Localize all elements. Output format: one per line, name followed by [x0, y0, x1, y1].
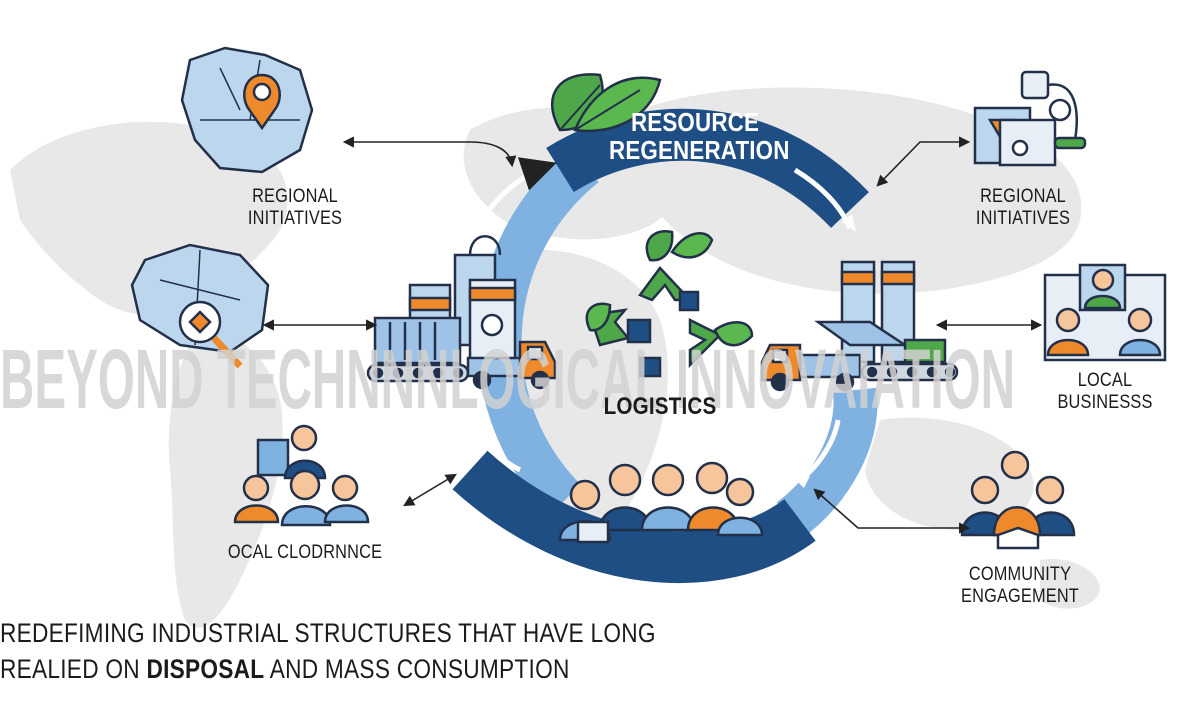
- logistics-label: LOGISTICS: [603, 393, 717, 420]
- caption-line-1: REDEFIMING INDUSTRIAL STRUCTURES THAT HA…: [0, 618, 656, 648]
- coordination-team-icon: [233, 424, 370, 527]
- lab-equipment-icon: [973, 70, 1087, 167]
- resource-regeneration-title: RESOURCE REGENERATION: [609, 107, 790, 165]
- people-group-icon: [558, 461, 764, 544]
- community-engagement-label: COMMUNITY ENGAGEMENT: [961, 564, 1079, 607]
- connector-arrows: [262, 136, 1043, 534]
- truck-icon-left: [466, 340, 557, 390]
- local-business-label: LOCAL BUSINESSS: [1057, 370, 1153, 413]
- factory-icon-left: [366, 235, 517, 383]
- factory-icon-right: [814, 260, 959, 382]
- recycle-icon: [585, 229, 754, 378]
- regional-initiatives-left-label: REGIONAL INITIATIVES: [247, 186, 343, 229]
- regional-initiatives-right-label: REGIONAL INITIATIVES: [975, 186, 1071, 229]
- truck-icon-right: [760, 343, 862, 392]
- watermark-label: BEYOND TECHNNNLOGICAL INNOVAIATION: [0, 335, 1015, 425]
- caption-line-2: REALIED ON DISPOSAL AND MASS CONSUMPTION: [0, 654, 570, 684]
- leaf-icon: [550, 73, 662, 133]
- map-pin-icon: [180, 46, 314, 174]
- video-call-icon: [1043, 263, 1167, 362]
- watermark-text: BEYOND TECHNNNLOGICAL INNOVAIATION: [0, 332, 1200, 426]
- caption-bold-word: DISPOSAL: [146, 654, 265, 684]
- ring-arrow-icon: [467, 157, 557, 242]
- magnifier-map-icon: [130, 243, 270, 369]
- local-coordinance-label: OCAL CLODRNNCE: [227, 542, 383, 563]
- community-engagement-icon: [960, 450, 1076, 550]
